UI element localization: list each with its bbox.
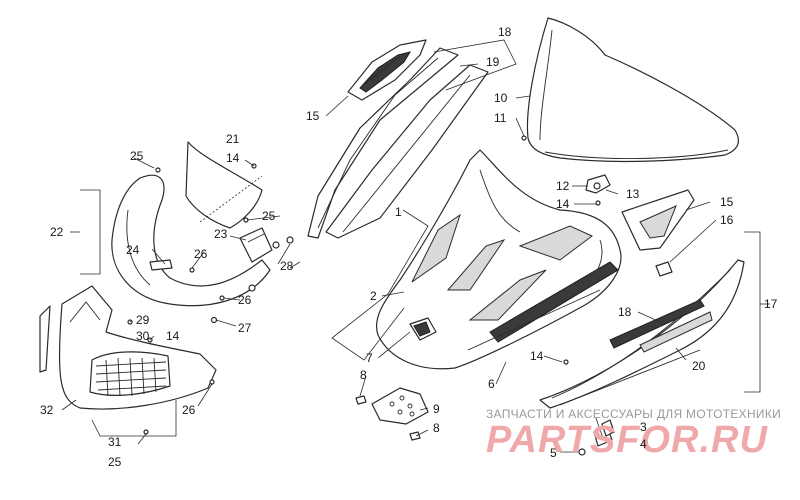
- callout-2: 2: [370, 289, 377, 303]
- callout-18-side: 18: [618, 305, 632, 319]
- callout-13: 13: [626, 187, 640, 201]
- callout-20: 20: [692, 359, 706, 373]
- lower-bracket-part: [355, 387, 429, 441]
- callout-14-bumper: 14: [166, 329, 180, 343]
- callout-30: 30: [136, 329, 150, 343]
- callout-27: 27: [238, 321, 252, 335]
- fasteners-part: [127, 135, 569, 435]
- hood-part: [376, 149, 622, 370]
- callout-16: 16: [720, 213, 734, 227]
- callout-19: 19: [486, 55, 500, 69]
- side-strip-part: [39, 305, 51, 373]
- callout-25-bottom: 25: [108, 455, 122, 469]
- callout-26-lower: 26: [182, 403, 196, 417]
- watermark-caption: ЗАПЧАСТИ И АКСЕССУАРЫ ДЛЯ МОТОТЕХНИКИ: [486, 407, 781, 421]
- callout-14-bracket: 14: [556, 197, 570, 211]
- callout-10: 10: [494, 91, 508, 105]
- callout-24: 24: [126, 243, 140, 257]
- callout-25-mid: 25: [262, 209, 276, 223]
- callout-18-upper: 18: [498, 25, 512, 39]
- mesh-grille: [95, 357, 167, 397]
- callout-21: 21: [226, 132, 240, 146]
- callout-31: 31: [108, 435, 122, 449]
- watermark: ЗАПЧАСТИ И АКСЕССУАРЫ ДЛЯ МОТОТЕХНИКИ PA…: [486, 407, 781, 461]
- callout-9: 9: [433, 402, 440, 416]
- upper-trim-rail-part: [307, 47, 489, 239]
- callout-32: 32: [40, 403, 54, 417]
- callout-22: 22: [50, 225, 64, 239]
- side-vent-part: [621, 189, 695, 251]
- callout-11: 11: [494, 111, 507, 125]
- callout-14-bezel: 14: [226, 151, 240, 165]
- front-bumper-part: [58, 285, 217, 410]
- callout-8-upper: 8: [360, 368, 367, 382]
- leader-lines: [61, 39, 770, 453]
- callout-3: 3: [640, 420, 647, 434]
- right-side-panel-part: [539, 259, 745, 409]
- callout-7: 7: [366, 351, 373, 365]
- windshield-part: [526, 17, 739, 163]
- upper-vent-part: [347, 39, 427, 101]
- callout-6: 6: [488, 377, 495, 391]
- callout-labels: 1 2 3 4 5 6 7 8 8 9 10 11 12 13 14 14 14…: [40, 25, 778, 469]
- watermark-brand: PARTSFOR.RU: [486, 419, 768, 461]
- emblem-part: [409, 317, 437, 341]
- callout-5: 5: [550, 446, 557, 460]
- inner-bezel-part: [185, 141, 263, 229]
- callout-26-upper: 26: [194, 247, 208, 261]
- callout-17: 17: [764, 297, 778, 311]
- callout-28: 28: [280, 259, 294, 273]
- callout-1: 1: [395, 205, 402, 219]
- callout-14-panel: 14: [530, 349, 544, 363]
- lower-clip-part: [578, 419, 615, 456]
- callout-15-side: 15: [720, 195, 734, 209]
- callout-26-mid: 26: [238, 293, 252, 307]
- callout-25-top: 25: [130, 149, 144, 163]
- callout-8-lower: 8: [433, 421, 440, 435]
- callout-23: 23: [214, 227, 228, 241]
- callout-29: 29: [136, 313, 150, 327]
- callout-12: 12: [556, 179, 570, 193]
- nose-pan-part: [111, 174, 273, 307]
- clip-part: [655, 261, 673, 277]
- windshield-bracket-part: [585, 174, 611, 206]
- callout-4: 4: [640, 437, 647, 451]
- callout-15-upper: 15: [306, 109, 320, 123]
